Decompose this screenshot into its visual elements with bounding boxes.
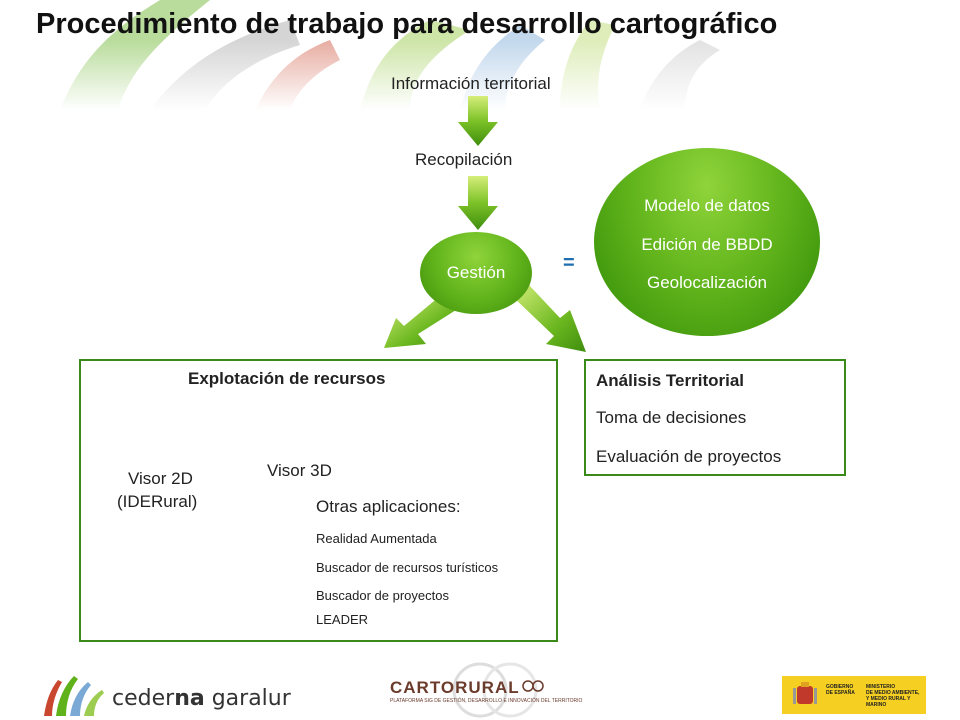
page-title: Procedimiento de trabajo para desarrollo… (36, 8, 778, 40)
coat-of-arms-icon (793, 682, 817, 704)
arrow-diagonal-right-icon (512, 284, 586, 352)
node-gestion: Gestión (420, 232, 532, 314)
label-recopilacion: Recopilación (415, 150, 513, 169)
analisis-title: Análisis Territorial (596, 371, 745, 390)
otras-item: Buscador de recursos turísticos (316, 560, 499, 575)
gobierno-text: GOBIERNO DE ESPAÑA (826, 684, 855, 696)
arrow-diagonal-left-icon (384, 296, 456, 348)
node-modelo: Modelo de datos Edición de BBDD Geolocal… (594, 148, 820, 336)
modelo-item: Edición de BBDD (641, 235, 773, 254)
gobierno-logo: GOBIERNO DE ESPAÑA MINISTERIO DE MEDIO A… (782, 676, 926, 714)
otras-aplicaciones-title: Otras aplicaciones: (316, 497, 461, 516)
explotacion-title: Explotación de recursos (188, 369, 386, 388)
visor-2d-sublabel: (IDERural) (117, 492, 198, 511)
analisis-item: Evaluación de proyectos (596, 447, 782, 466)
cederna-wordmark: cederna garalur (112, 686, 291, 711)
analisis-item: Toma de decisiones (596, 408, 747, 427)
cartorural-subtitle: PLATAFORMA SIG DE GESTIÓN, DESARROLLO E … (390, 698, 583, 704)
analisis-box (584, 359, 846, 476)
arrow-down-icon (458, 96, 498, 146)
node-gestion-label: Gestión (446, 263, 506, 282)
explotacion-box (79, 359, 558, 642)
otras-item: Buscador de proyectos (316, 588, 449, 603)
ministerio-text: MINISTERIO DE MEDIO AMBIENTE, Y MEDIO RU… (866, 684, 920, 708)
otras-item: Realidad Aumentada (316, 531, 437, 546)
visor-3d-label: Visor 3D (267, 461, 332, 480)
equals-sign: = (563, 252, 575, 274)
label-informacion-territorial: Información territorial (391, 74, 551, 93)
arrow-down-icon (458, 176, 498, 230)
cartorural-rings-icon (452, 662, 544, 718)
cartorural-wordmark: CARTORURAL (390, 678, 520, 697)
modelo-item: Modelo de datos (644, 196, 770, 215)
otras-item: LEADER (316, 612, 369, 627)
modelo-item: Geolocalización (646, 273, 767, 292)
visor-2d-label: Visor 2D (128, 469, 193, 488)
cederna-logo-icon (44, 676, 104, 716)
